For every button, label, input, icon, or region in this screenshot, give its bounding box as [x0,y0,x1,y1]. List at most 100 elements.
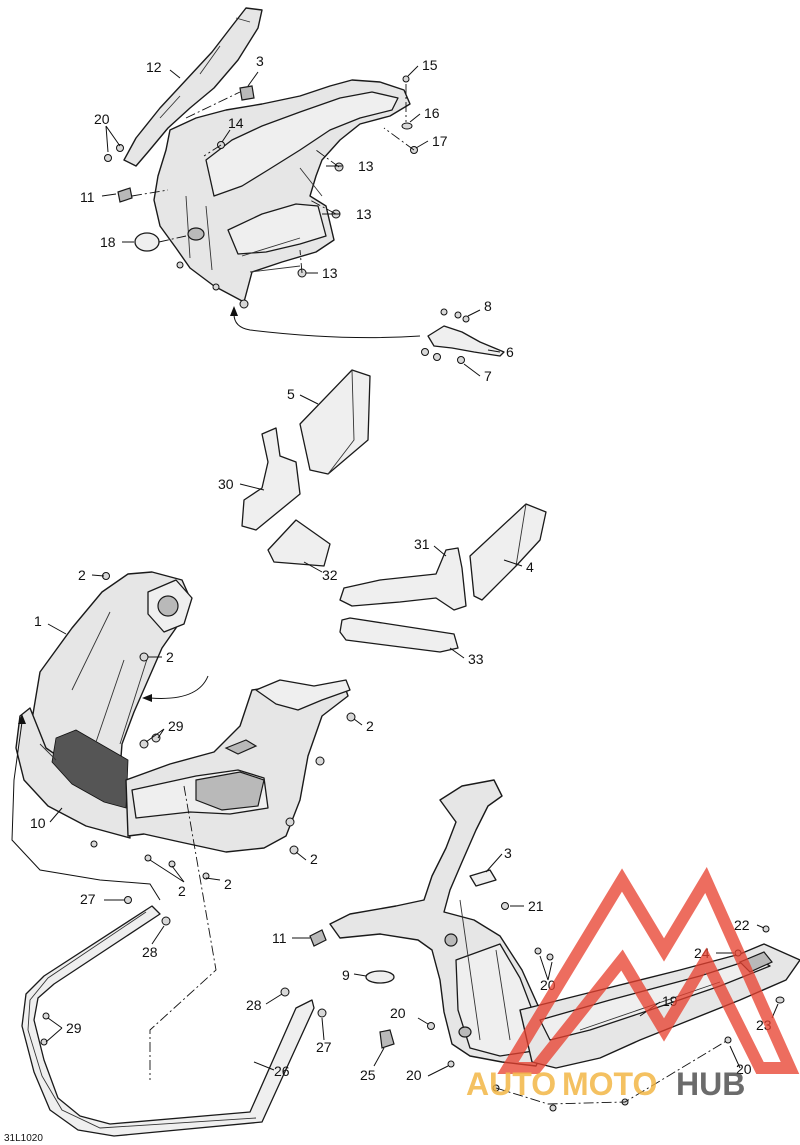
frame-hole [458,1026,472,1038]
callout-7: 7 [484,368,492,384]
fastener-28 [161,916,171,926]
callout-9: 9 [342,967,350,983]
fastener-27 [124,896,132,904]
callout-26: 26 [274,1063,290,1079]
headlight-lens [195,771,265,811]
callout-1: 1 [34,613,42,629]
watermark-text-moto: MOTO [562,1066,657,1102]
arrowhead [142,694,152,702]
part-11-clip-top [117,187,133,203]
mount-boss [157,595,179,617]
nut-13 [239,299,249,309]
callout-29: 29 [168,718,184,734]
part-30-pad [241,427,301,531]
callout-27: 27 [80,891,96,907]
callout-numbers: 12 3 15 16 20 14 17 13 11 13 18 13 8 6 7… [30,53,772,1083]
watermark-logo: AUTO MOTO HUB [466,867,800,1102]
nut-13 [212,283,220,291]
part-32-pad [267,519,331,567]
diagram-reference-code: 31L1020 [4,1133,43,1144]
upper-console-assembly [104,7,418,309]
fastener-29 [42,1012,50,1020]
upper-console-pocket [227,203,327,255]
callout-2: 2 [366,718,374,734]
callout-2: 2 [178,883,186,899]
front-bumper-panel [125,683,349,853]
fastener-2 [315,756,325,766]
callout-20: 20 [390,1005,406,1021]
callout-22: 22 [734,917,750,933]
part-25-grommet [379,1029,395,1049]
part-3-clip-lower [469,869,497,887]
assembly-arrow-left [11,721,161,901]
callout-3: 3 [504,845,512,861]
arrowhead [18,714,26,724]
callout-16: 16 [424,105,440,121]
fastener-20 [534,947,542,955]
fastener-21 [501,902,509,910]
callout-29: 29 [66,1020,82,1036]
callout-21: 21 [528,898,544,914]
lower-console-assembly [309,779,800,1112]
fastener-2 [346,712,356,722]
callout-11: 11 [272,930,287,946]
fastener-2 [285,817,295,827]
nut-13 [176,261,184,269]
callout-3: 3 [256,53,264,69]
part-6-bracket [427,325,505,357]
dash-line-center [149,785,217,1080]
part-11-clip-lower [309,929,327,947]
fastener-2 [90,840,98,848]
fastener-20 [546,953,554,961]
washer-23 [775,996,785,1004]
part-18-plug [134,232,160,252]
callout-10: 10 [30,815,46,831]
part-26-front-bumper [21,896,327,1137]
fastener-8 [454,311,462,319]
washer-16 [401,122,413,130]
callout-6: 6 [506,344,514,360]
arrowhead [230,306,238,316]
callout-15: 15 [422,57,438,73]
callout-31: 31 [414,536,430,552]
fastener-7 [421,348,429,356]
part-33-pad [339,617,459,653]
bumper-tube [21,905,315,1137]
callout-5: 5 [287,386,295,402]
fastener-2 [144,854,152,862]
logo-triangle-mark [497,867,800,1074]
console-hole [187,227,205,241]
callout-28: 28 [246,997,262,1013]
part-31-pad [339,547,467,611]
fastener-22 [762,925,770,933]
fastener-2 [202,872,210,880]
foam-pads [241,369,547,653]
frame-hole [444,933,458,947]
callout-11: 11 [80,189,95,205]
fastener-7 [457,356,465,364]
fastener-2 [139,652,149,662]
top-mount-plate [255,679,351,711]
leader-lines [45,65,779,1077]
fastener-8 [462,315,470,323]
callout-8: 8 [484,298,492,314]
fastener-27 [317,1008,327,1018]
part-6-bracket-group [421,308,505,364]
callout-13: 13 [322,265,338,281]
fastener-7 [433,353,441,361]
part-9-plug [365,970,395,984]
fastener-15 [402,75,410,83]
upper-console-body [153,79,411,303]
fastener-2 [168,860,176,868]
callout-13: 13 [358,158,374,174]
callout-30: 30 [218,476,234,492]
fastener-20 [116,144,124,152]
callout-17: 17 [432,133,448,149]
fastener-20 [724,1036,732,1044]
callout-27: 27 [316,1039,332,1055]
part-10-grille [51,729,129,809]
part-5-pad [299,369,371,475]
assembly-arrow-mid [149,675,209,699]
fastener-29 [40,1038,48,1046]
callout-18: 18 [100,234,116,250]
